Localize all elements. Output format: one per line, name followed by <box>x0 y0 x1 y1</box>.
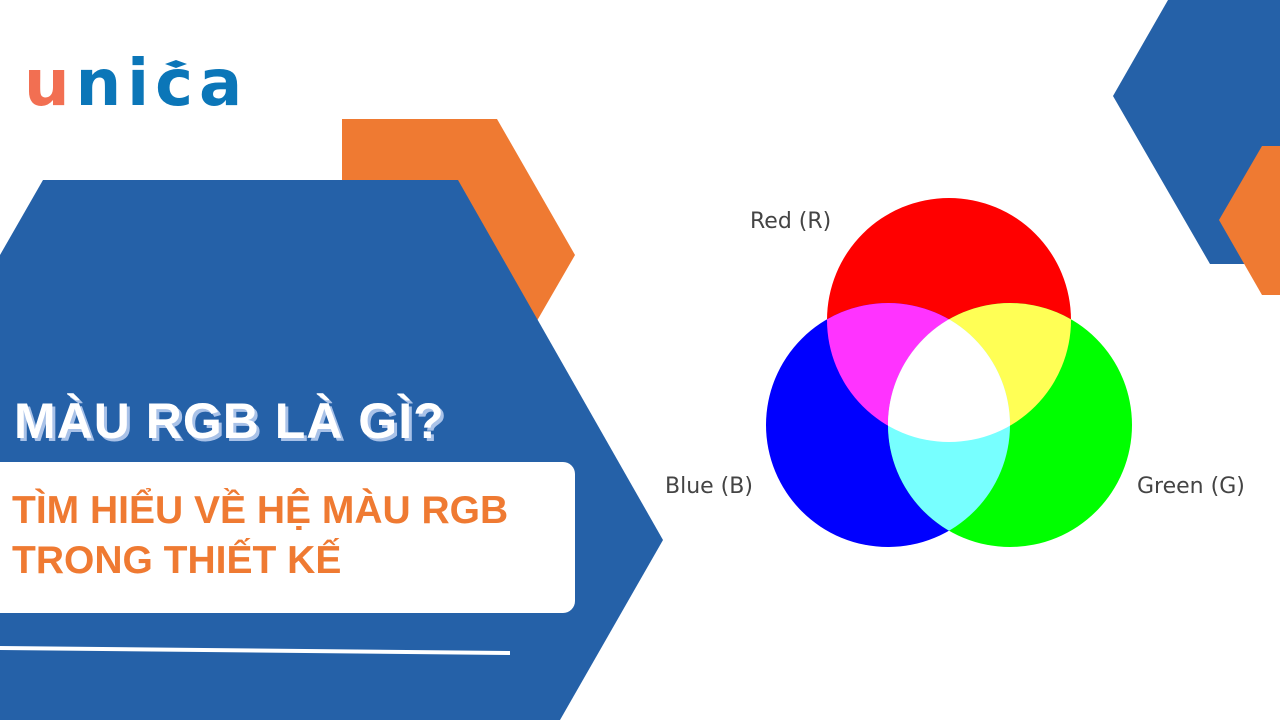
page-title: MÀU RGB LÀ GÌ? <box>14 393 445 449</box>
graduation-cap-icon <box>165 60 187 68</box>
logo-u: u <box>24 47 76 121</box>
unica-logo: unica <box>24 52 248 116</box>
orange-hexagon-right <box>1219 146 1280 295</box>
divider-line <box>0 646 510 655</box>
logo-rest: nica <box>75 47 249 121</box>
label-green: Green (G) <box>1137 474 1245 499</box>
label-red: Red (R) <box>750 209 832 234</box>
white-center <box>888 303 1010 442</box>
label-blue: Blue (B) <box>665 474 753 499</box>
rgb-diagram <box>766 198 1132 547</box>
subtitle: TÌM HIỂU VỀ HỆ MÀU RGB TRONG THIẾT KẾ <box>12 486 508 586</box>
subtitle-line-2: TRONG THIẾT KẾ <box>12 539 342 582</box>
subtitle-line-1: TÌM HIỂU VỀ HỆ MÀU RGB <box>12 489 509 532</box>
subtitle-box <box>0 462 575 613</box>
